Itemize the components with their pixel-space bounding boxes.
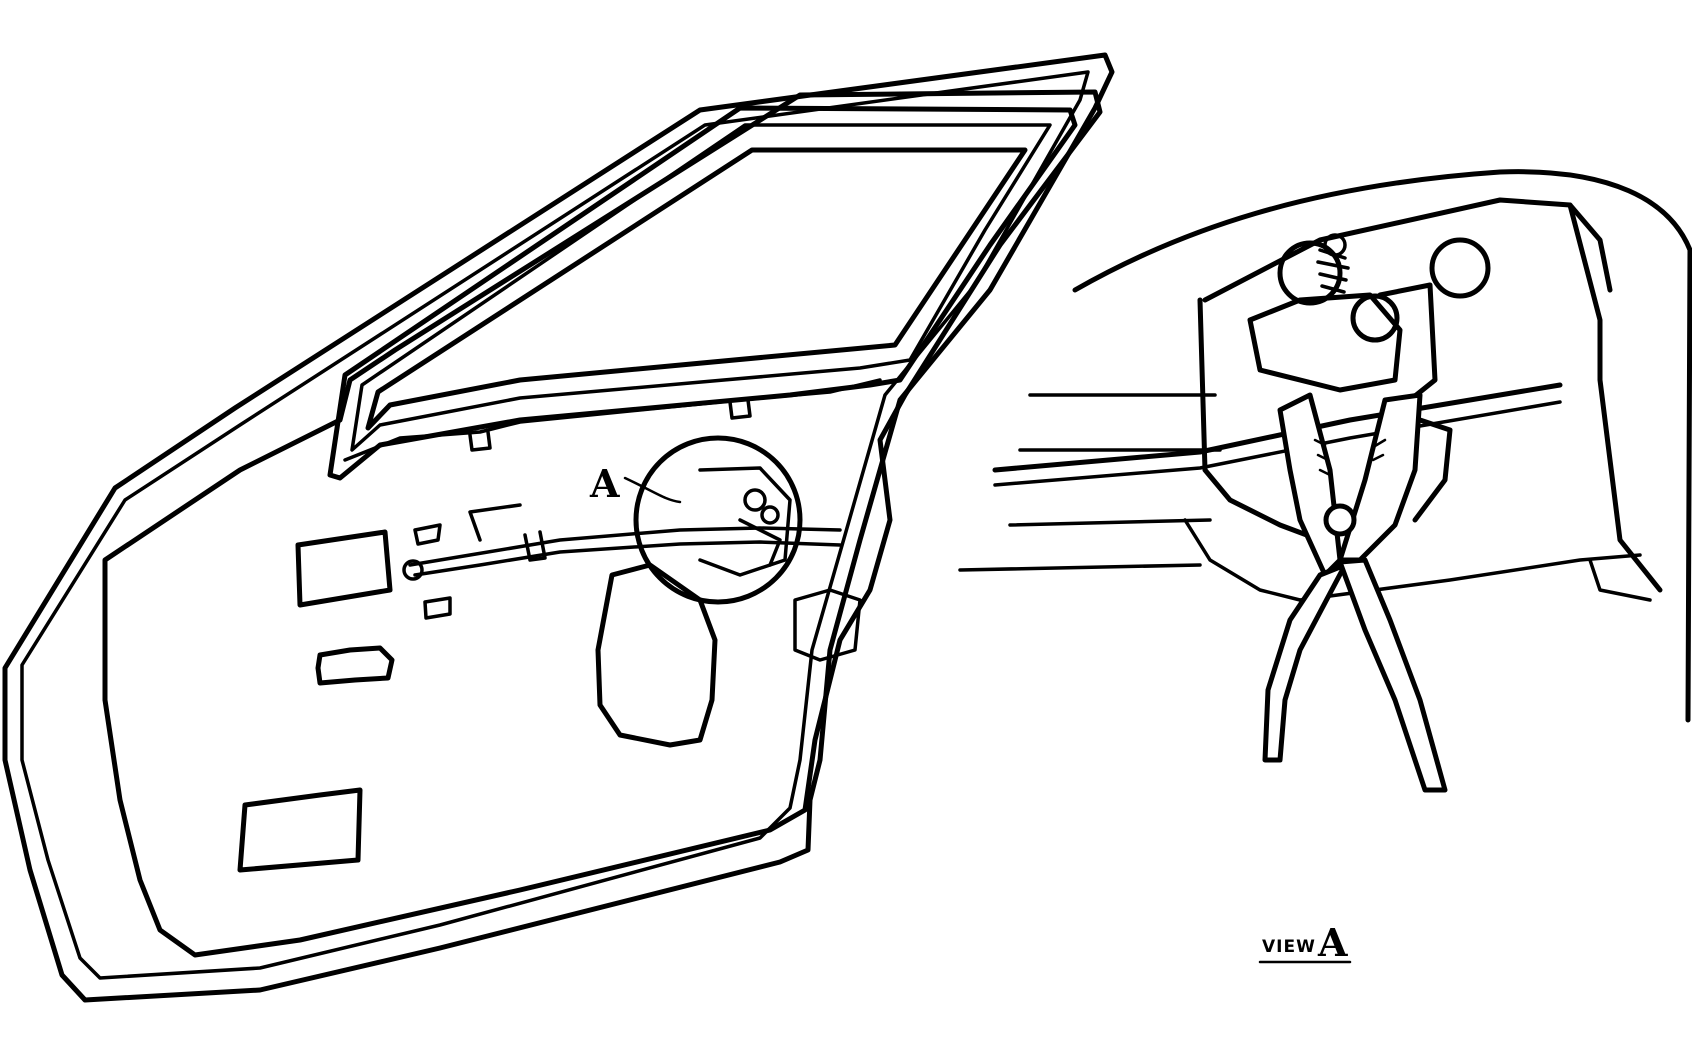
window-frame-middle — [350, 123, 1052, 452]
panel-inner-upper — [1202, 197, 1613, 303]
service-hole-right — [793, 588, 862, 662]
service-hole-lower — [237, 787, 363, 873]
service-hole-upper-left — [295, 529, 393, 608]
panel-right-edge — [1685, 247, 1692, 723]
lock-rod-view-a-1 — [992, 382, 1563, 473]
caption-view-letter: A — [1317, 920, 1348, 965]
detail-circle-a — [633, 435, 803, 605]
window-frame-outer — [327, 105, 1078, 481]
lock-latch-right — [1412, 417, 1453, 523]
panel-hole-left — [1277, 240, 1343, 306]
pliers-pivot-bolt — [1323, 503, 1357, 537]
panel-lower-flange — [1588, 558, 1652, 602]
rod-clip-2 — [468, 503, 522, 542]
callout-leader-line — [623, 476, 682, 504]
door-outer-frame — [2, 52, 1115, 1003]
pliers-handle-left — [1262, 562, 1348, 763]
contour-line-3 — [1008, 518, 1212, 527]
lock-rod-lower — [413, 540, 842, 577]
callout-label-a: A — [589, 461, 620, 506]
lock-bracket-plate — [1247, 292, 1403, 393]
service-hole-oval — [315, 645, 395, 686]
lock-rod-upper — [408, 526, 842, 567]
window-sill-clip-1 — [468, 430, 492, 452]
panel-side-contour — [1567, 202, 1663, 593]
pliers-tool — [1262, 392, 1448, 793]
pliers-jaw-teeth — [1313, 438, 1387, 477]
panel-top-curve — [1072, 169, 1692, 293]
contour-line-4 — [958, 563, 1202, 572]
service-hole-small-2 — [423, 596, 452, 620]
window-sill-clip-2 — [728, 398, 752, 420]
service-hole-large-center — [595, 562, 718, 748]
panel-hole-right — [1429, 237, 1491, 299]
window-sill-trim — [343, 378, 882, 462]
panel-lower-contour — [1183, 518, 1642, 602]
lock-pivot-knob — [1350, 293, 1400, 343]
pliers-jaw-right — [1337, 392, 1423, 563]
inner-handle-pivot — [402, 559, 424, 581]
service-hole-small-1 — [413, 523, 442, 546]
pliers-handle-right — [1337, 557, 1448, 793]
door-inner-panel — [102, 89, 1103, 958]
rod-clip-1 — [523, 530, 547, 562]
lock-top-cap — [1323, 233, 1347, 257]
caption-view-word: VIEW — [1262, 937, 1316, 957]
detail-circle-lock-mechanism — [698, 466, 792, 577]
view-a-detail: VIEW A — [958, 169, 1692, 965]
lock-lever-arm — [1377, 282, 1438, 403]
door-assembly: A — [2, 52, 1115, 1003]
window-glass-opening — [365, 147, 1028, 431]
lock-rod-view-a-2 — [993, 400, 1562, 487]
door-outer-frame-inner — [20, 70, 1090, 980]
